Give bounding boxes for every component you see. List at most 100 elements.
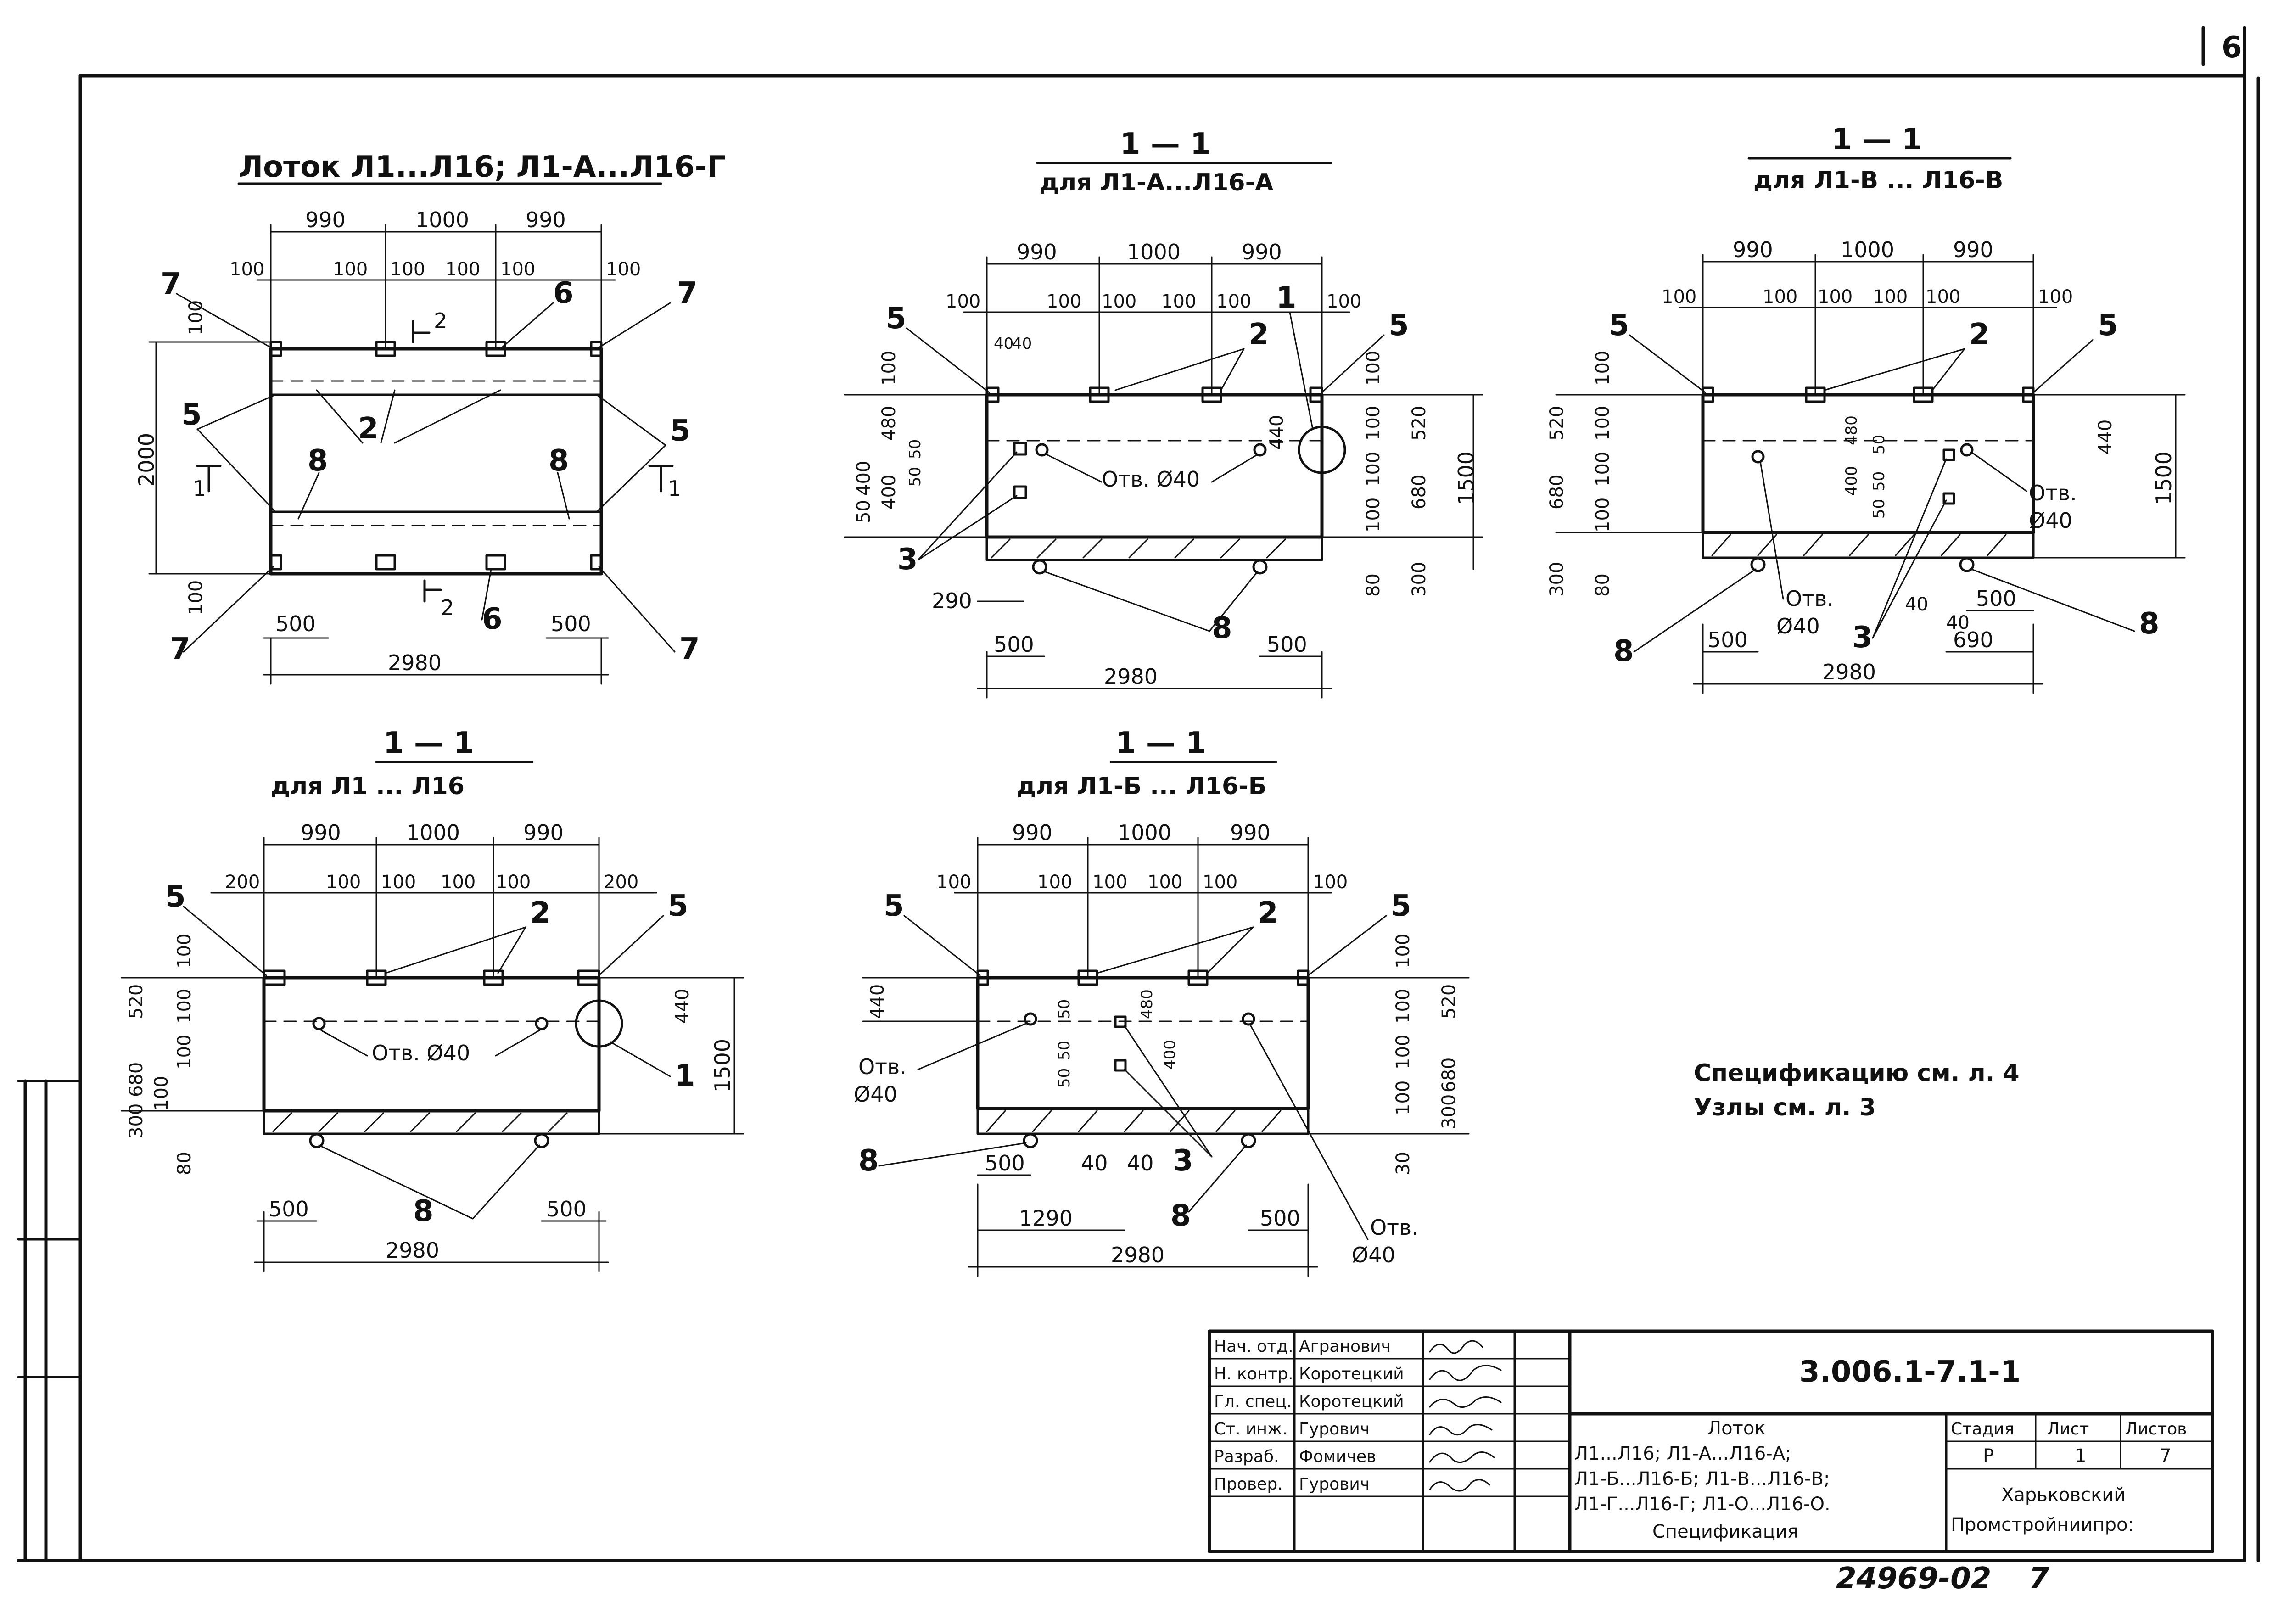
- sec-a-sub-5: 100: [1216, 291, 1251, 312]
- sec-a-callout-8: 8: [1212, 611, 1232, 645]
- sec-a-dim-top-2: 1000: [1127, 240, 1181, 264]
- sec-base-callout-2: 2: [530, 896, 551, 930]
- sec-a-left-6: 50: [853, 500, 874, 523]
- sec-a-right-5: 100: [1363, 498, 1384, 532]
- sec-a-right-2: 100: [1363, 406, 1384, 441]
- tb-doc-code: 3.006.1-7.1-1: [1799, 1355, 2021, 1389]
- sec-b-right-7: 30: [1393, 1152, 1414, 1175]
- sec-b-d500r: 500: [1260, 1206, 1300, 1231]
- sec-v-sub-5: 100: [1926, 286, 1960, 308]
- sec-v-sub-3: 100: [1818, 286, 1853, 308]
- sec-base-sub-6: 200: [604, 872, 638, 893]
- sec-base-callout-5-right: 5: [668, 889, 688, 923]
- tb-role-1: Нач. отд.: [1214, 1337, 1293, 1356]
- plan-sub-4: 100: [445, 259, 480, 280]
- tb-name-6: Гурович: [1299, 1475, 1370, 1494]
- plan-section-mark-bottom: 2: [441, 595, 454, 620]
- plan-callout-7-br: 7: [679, 632, 700, 666]
- sec-a-d500a: 500: [994, 632, 1034, 657]
- sec-b-right-5: 100: [1393, 1081, 1414, 1115]
- sec-a-sub-3: 100: [1102, 291, 1136, 312]
- plan-callout-8-left: 8: [308, 444, 328, 478]
- note-spec: Спецификацию см. л. 4: [1694, 1059, 2020, 1087]
- sec-a-left-0: 100: [879, 351, 900, 386]
- tb-role-3: Гл. спец.: [1214, 1392, 1292, 1411]
- sec-a-callout-2: 2: [1248, 318, 1269, 352]
- tb-org-2: Промстройниипро:: [1951, 1514, 2134, 1535]
- sec-v-d690: 690: [1953, 627, 1993, 652]
- tb-name-3: Коротецкий: [1299, 1392, 1404, 1411]
- sec-v-hole-3: Отв.: [1786, 586, 1834, 611]
- sec-base-d500b: 500: [546, 1197, 587, 1221]
- sec-b-d40a: 40: [1081, 1151, 1108, 1176]
- sec-base-hole-label: Отв. Ø40: [372, 1041, 470, 1065]
- tb-role-5: Разраб.: [1214, 1447, 1279, 1466]
- tb-name-1: Агранович: [1299, 1337, 1391, 1356]
- sec-v-sub-2: 100: [1763, 286, 1797, 308]
- plan-callout-7-tl: 7: [161, 267, 181, 301]
- sec-base-callout-5-left: 5: [165, 880, 186, 914]
- sec-b-d500: 500: [985, 1151, 1025, 1176]
- sec-b-dim-top-1: 990: [1012, 820, 1052, 845]
- sec-b-right-6: 300: [1439, 1094, 1460, 1129]
- sec-a-left-5: 400: [853, 461, 874, 496]
- sec-b-title: 1 — 1: [1115, 726, 1206, 760]
- plan-callout-6-bottom: 6: [482, 602, 503, 636]
- section-v: 1 — 1 для Л1-В ... Л16-В 990 1000 990 10…: [1546, 123, 2186, 694]
- tb-name-line-2: Л1...Л16; Л1-А...Л16-А;: [1574, 1443, 1791, 1464]
- sec-b-mid-3: 480: [1138, 989, 1156, 1019]
- section-base: 1 — 1 для Л1 ... Л16 990 1000 990 200 10…: [121, 726, 744, 1272]
- sec-b-d1290: 1290: [1019, 1206, 1073, 1231]
- signatures: [1429, 1340, 1502, 1492]
- tb-stage-header: Стадия: [1951, 1420, 2014, 1439]
- sec-a-left-2: 480: [879, 406, 900, 441]
- sec-v-subtitle: для Л1-В ... Л16-В: [1753, 167, 2003, 194]
- tb-sheet-header: Лист: [2047, 1420, 2089, 1439]
- tb-name-line-5: Спецификация: [1652, 1521, 1798, 1542]
- sec-v-left-2: 100: [1592, 406, 1613, 441]
- sec-v-callout-5-left: 5: [1609, 308, 1629, 342]
- sec-v-callout-3: 3: [1852, 621, 1873, 655]
- tb-role-6: Провер.: [1214, 1475, 1283, 1494]
- sec-v-total-h: 1500: [2151, 451, 2176, 505]
- sec-b-callout-8-left: 8: [858, 1144, 879, 1178]
- plan-dim-total: 2980: [388, 650, 442, 675]
- sec-b-mid-2: 50: [1055, 999, 1074, 1019]
- sec-v-left-7: 80: [1592, 573, 1613, 597]
- plan-dim-edge-bot: 100: [185, 580, 207, 615]
- sec-a-total: 2980: [1104, 664, 1158, 689]
- sec-base-callout-1: 1: [675, 1059, 695, 1093]
- sec-a-dim-top-1: 990: [1017, 240, 1057, 264]
- sec-a-right-0: 100: [1363, 351, 1384, 386]
- sec-b-right-3: 680: [1439, 1058, 1460, 1092]
- sec-b-callout-2: 2: [1258, 896, 1278, 930]
- note-nodes: Узлы см. л. 3: [1694, 1094, 1876, 1121]
- sec-a-dim-top-3: 990: [1242, 240, 1282, 264]
- page-number: 6: [2222, 31, 2242, 65]
- plan-sub-5: 100: [500, 259, 535, 280]
- plan-dim-edge-top: 100: [185, 300, 207, 335]
- sec-b-callout-5-right: 5: [1391, 889, 1411, 923]
- sec-b-left-0: 440: [867, 984, 888, 1019]
- sec-v-mid-4: 50: [1870, 435, 1888, 454]
- sec-v-callout-2: 2: [1969, 318, 1990, 352]
- sec-b-right-4: 100: [1393, 1035, 1414, 1070]
- sec-v-callout-8-left: 8: [1613, 634, 1634, 668]
- sec-v-sub-1: 100: [1662, 286, 1696, 308]
- sec-b-dim-top-2: 1000: [1118, 820, 1171, 845]
- sec-v-hole-2: Ø40: [2029, 508, 2072, 533]
- sec-v-h440: 440: [2095, 420, 2116, 454]
- sec-base-sub-2: 100: [326, 872, 361, 893]
- sec-base-left-5: 100: [151, 1076, 172, 1111]
- plan-section-mark-left: 1: [193, 476, 206, 501]
- plan-section-mark-right: 1: [668, 476, 681, 501]
- tb-name-4: Гурович: [1299, 1420, 1370, 1439]
- sec-base-total: 2980: [386, 1238, 439, 1263]
- sec-v-left-5: 100: [1592, 498, 1613, 532]
- sec-v-callout-5-right: 5: [2098, 308, 2118, 342]
- sec-base-left-1: 520: [126, 984, 147, 1019]
- sec-a-callout-5-left: 5: [886, 302, 907, 336]
- sec-b-sub-1: 100: [936, 872, 971, 893]
- sec-v-left-3: 680: [1546, 475, 1567, 510]
